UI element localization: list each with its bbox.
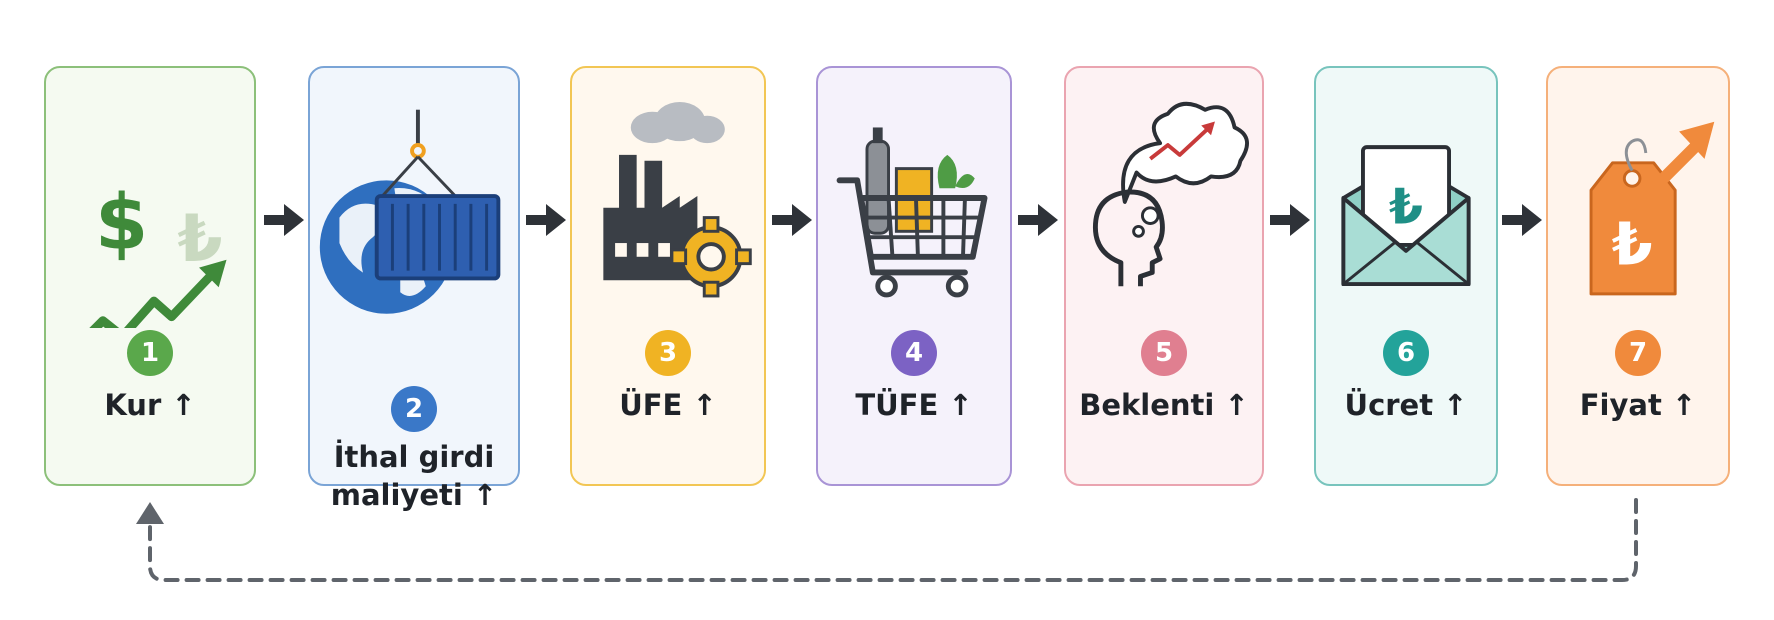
step-label-4: TÜFE ↑ xyxy=(855,388,973,422)
price-tag-icon: ₺ xyxy=(1548,68,1728,328)
step-card-tufe: 4 TÜFE ↑ xyxy=(816,66,1012,486)
step-number-4: 4 xyxy=(891,330,937,376)
step-label-7: Fiyat ↑ xyxy=(1579,388,1697,422)
arrow-right-icon xyxy=(1270,204,1310,236)
step-number-3: 3 xyxy=(645,330,691,376)
step-card-beklenti: 5 Beklenti ↑ xyxy=(1064,66,1264,486)
step-number-5: 5 xyxy=(1141,330,1187,376)
step-label-5: Beklenti ↑ xyxy=(1079,388,1249,422)
salary-envelope-icon: ₺ xyxy=(1316,68,1496,328)
step-number-2: 2 xyxy=(391,386,437,432)
svg-text:₺: ₺ xyxy=(1612,211,1653,279)
step-card-ufe: 3 ÜFE ↑ xyxy=(570,66,766,486)
step-card-ithal-girdi: 2 İthal girdi maliyeti ↑ xyxy=(308,66,520,512)
currency-exchange-icon: $ ₺ xyxy=(46,68,254,328)
thinking-head-icon xyxy=(1066,68,1262,328)
step-label-2: İthal girdi maliyeti ↑ xyxy=(330,440,498,512)
arrow-right-icon xyxy=(1502,204,1542,236)
step-label-6: Ücret ↑ xyxy=(1344,388,1468,422)
step-label-3: ÜFE ↑ xyxy=(619,388,717,422)
factory-gear-icon xyxy=(572,68,764,328)
arrow-right-icon xyxy=(526,204,566,236)
arrow-right-icon xyxy=(264,204,304,236)
step-card-fiyat: ₺ 7 Fiyat ↑ xyxy=(1546,66,1730,486)
step-card-kur: $ ₺ 1 Kur ↑ xyxy=(44,66,256,486)
step-number-6: 6 xyxy=(1383,330,1429,376)
svg-text:₺: ₺ xyxy=(1389,178,1423,235)
shopping-cart-icon xyxy=(818,68,1010,328)
arrow-right-icon xyxy=(772,204,812,236)
step-number-1: 1 xyxy=(127,330,173,376)
step-card-ucret: ₺ 6 Ücret ↑ xyxy=(1314,66,1498,486)
globe-container-icon xyxy=(310,68,518,328)
svg-text:$: $ xyxy=(95,179,148,268)
arrow-right-icon xyxy=(1018,204,1058,236)
step-label-1: Kur ↑ xyxy=(104,388,196,422)
step-number-7: 7 xyxy=(1615,330,1661,376)
